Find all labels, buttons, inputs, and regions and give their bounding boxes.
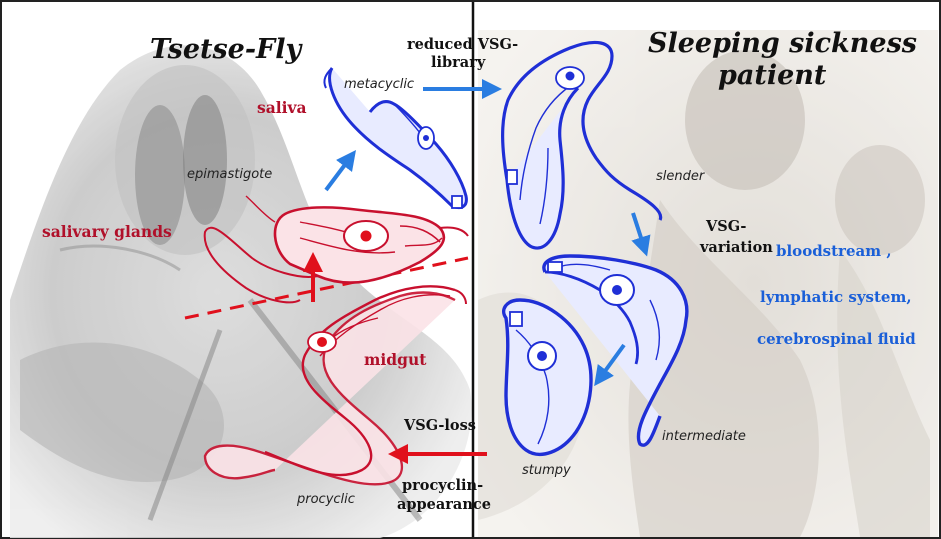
intermediate-label: intermediate xyxy=(662,430,746,444)
saliva-label: saliva xyxy=(257,100,307,116)
epimastigote-label: epimastigote xyxy=(187,168,272,182)
metacyclic-label: metacyclic xyxy=(344,78,414,92)
procyclin-appearance-label-line2: appearance xyxy=(397,497,491,512)
vsg-variation-label-line1: VSG- xyxy=(706,219,746,234)
patients-photo xyxy=(478,30,938,537)
salivary-glands-label: salivary glands xyxy=(42,224,172,240)
reduced-vsg-library-label-line1: reduced VSG- xyxy=(407,37,518,52)
slender-label: slender xyxy=(656,170,704,184)
cerebrospinal-fluid-label: cerebrospinal fluid xyxy=(757,332,916,348)
vsg-loss-label: VSG-loss xyxy=(404,418,476,433)
midgut-label: midgut xyxy=(364,352,426,368)
procyclic-label: procyclic xyxy=(297,493,355,507)
tsetse-fly-heading: Tsetse-Fly xyxy=(150,36,301,64)
lymphatic-system-label: lymphatic system, xyxy=(760,290,912,306)
vsg-variation-label-line2: variation xyxy=(700,240,773,255)
reduced-vsg-library-label-line2: library xyxy=(431,55,485,70)
stumpy-label: stumpy xyxy=(522,464,571,478)
patient-heading-line2: patient xyxy=(718,62,826,90)
patient-heading-line1: Sleeping sickness xyxy=(648,30,917,58)
bloodstream-label: bloodstream , xyxy=(776,244,892,260)
procyclin-appearance-label-line1: procyclin- xyxy=(402,478,483,493)
